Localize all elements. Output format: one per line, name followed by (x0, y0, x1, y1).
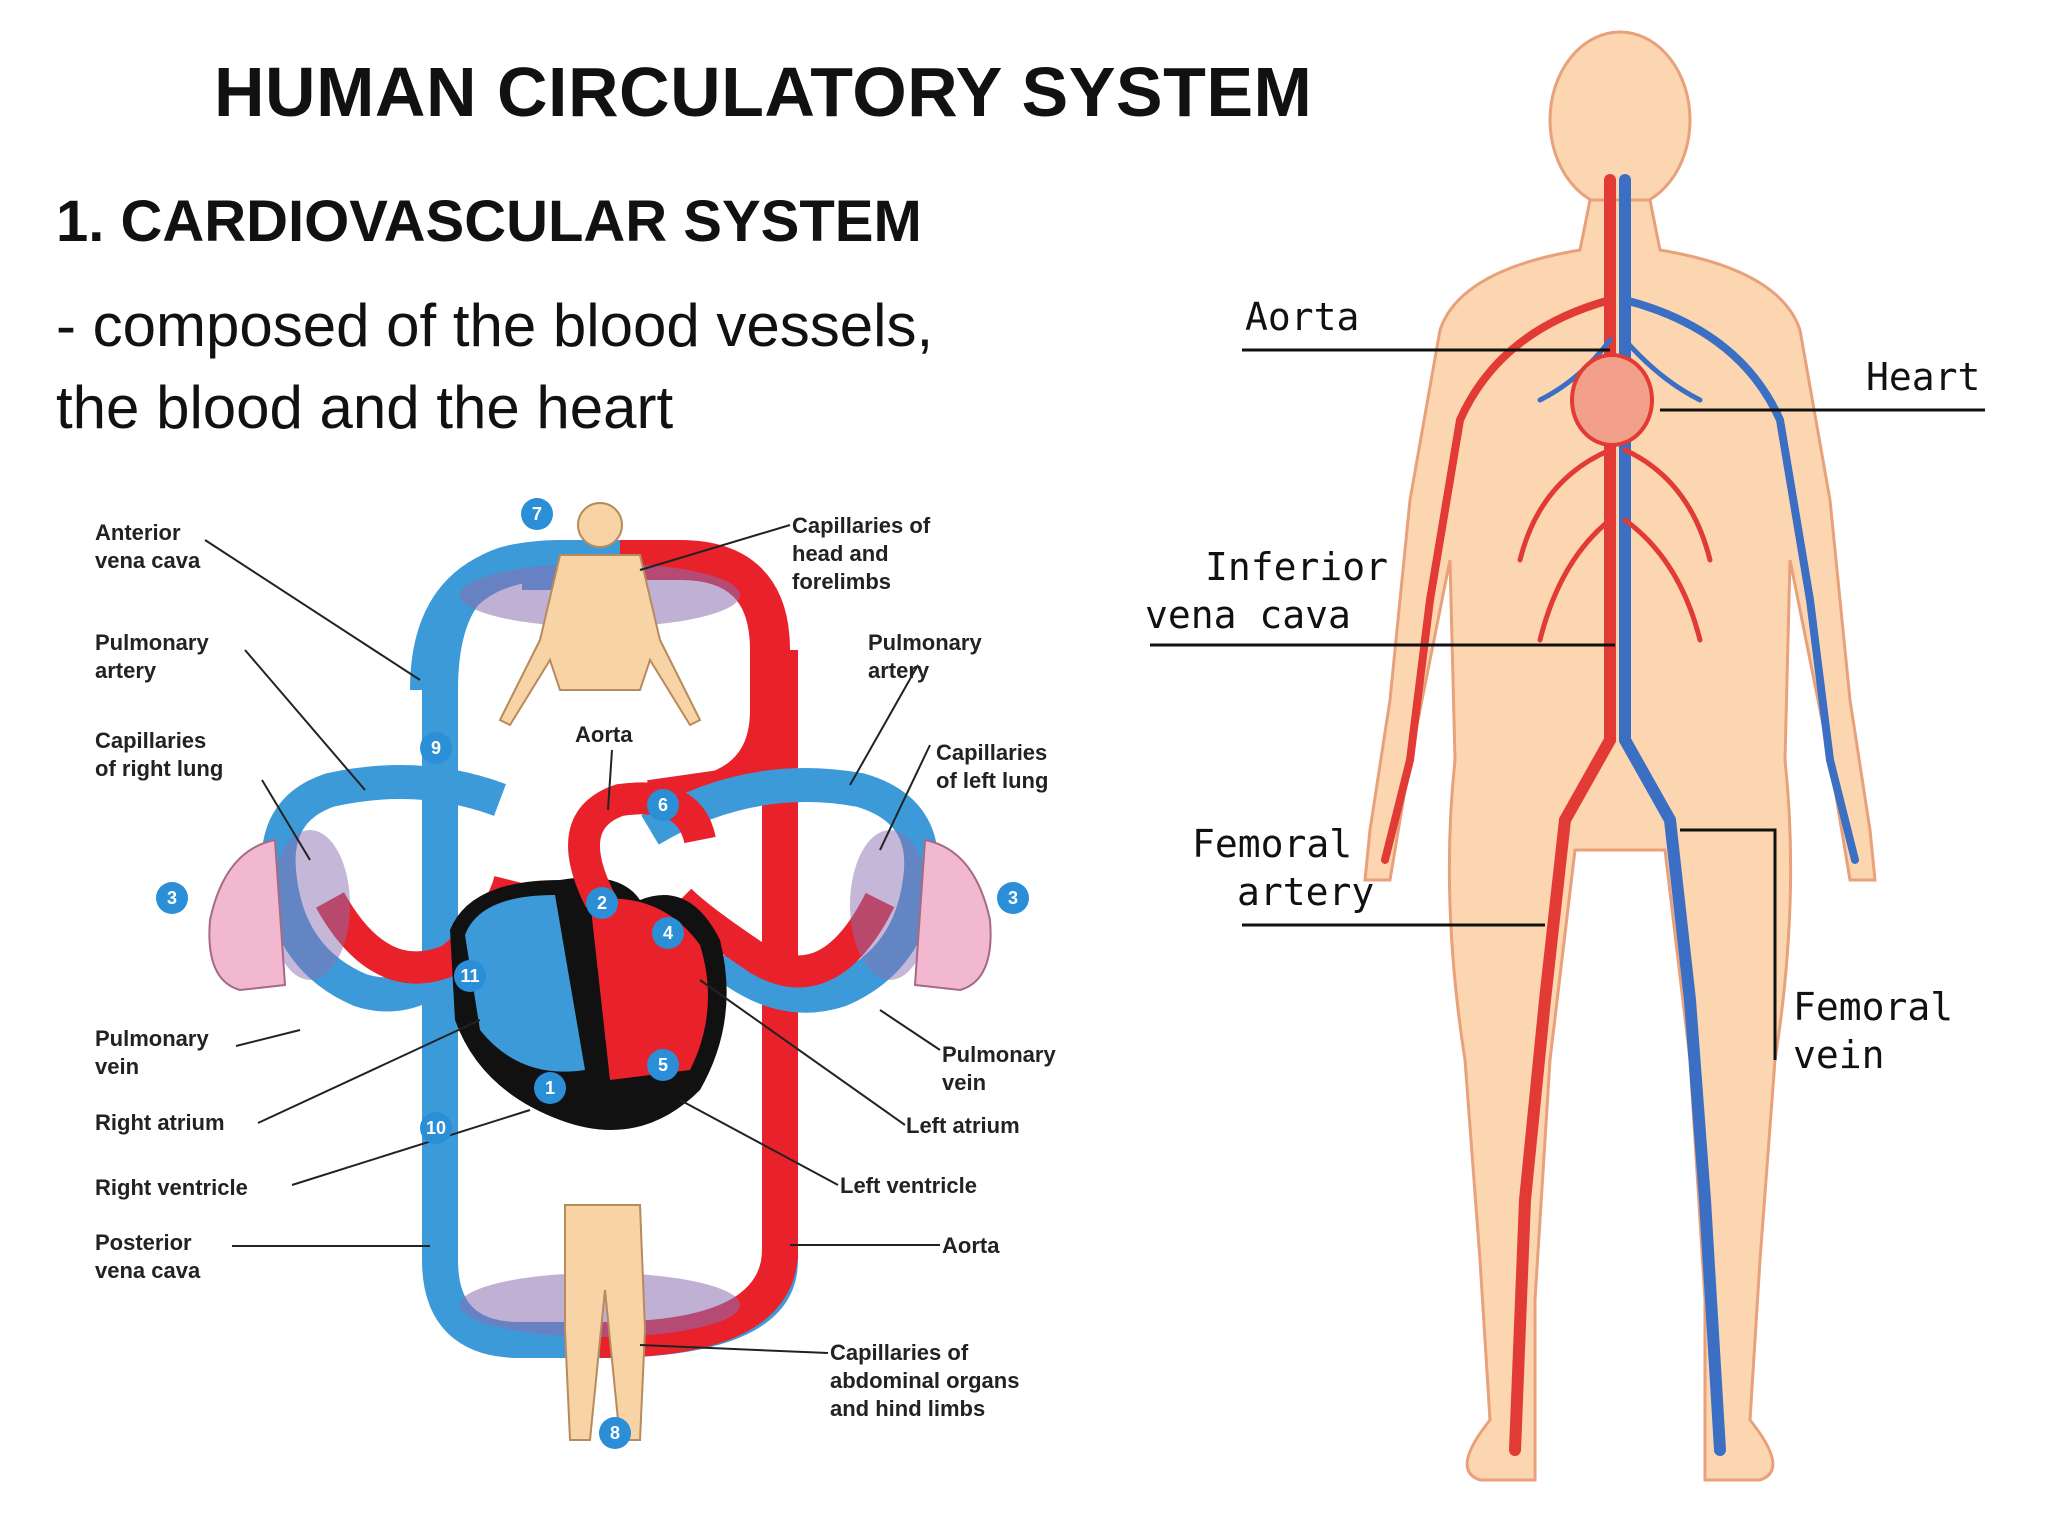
svg-text:6: 6 (658, 795, 668, 815)
step-badge-6: 6 (647, 789, 679, 821)
body-leader-lines (1150, 348, 1985, 1060)
description-line-2: the blood and the heart (56, 374, 674, 441)
label-pulmonary-artery-left: Pulmonary artery (95, 630, 215, 683)
aorta-arch (568, 782, 716, 908)
label-capillaries-right-lung: Capillaries of right lung (95, 728, 223, 781)
svg-text:2: 2 (597, 893, 607, 913)
step-badge-11: 11 (454, 960, 486, 992)
label-right-ventricle: Right ventricle (95, 1175, 248, 1200)
label-left-ventricle: Left ventricle (840, 1173, 977, 1198)
section-description: - composed of the blood vessels, the blo… (56, 285, 933, 449)
label-capillaries-abdominal: Capillaries of abdominal organs and hind… (830, 1340, 1026, 1421)
step-badge-1: 1 (534, 1072, 566, 1104)
label-body-heart: Heart (1866, 355, 1980, 399)
label-capillaries-left-lung: Capillaries of left lung (936, 740, 1053, 793)
svg-text:3: 3 (167, 888, 177, 908)
circuit-leader-lines (204, 524, 941, 1354)
svg-text:10: 10 (426, 1118, 446, 1138)
svg-text:5: 5 (658, 1055, 668, 1075)
label-body-aorta: Aorta (1245, 295, 1359, 339)
slide-title: HUMAN CIRCULATORY SYSTEM (214, 53, 1313, 131)
svg-text:3: 3 (1008, 888, 1018, 908)
step-badge-3-left: 3 (156, 882, 188, 914)
label-anterior-vena-cava: Anterior vena cava (95, 520, 201, 573)
label-posterior-vena-cava: Posterior vena cava (95, 1230, 201, 1283)
label-pulmonary-artery-right: Pulmonary artery (868, 630, 988, 683)
svg-text:7: 7 (532, 504, 542, 524)
step-badge-10: 10 (420, 1112, 452, 1144)
section-heading: 1. CARDIOVASCULAR SYSTEM (56, 189, 922, 254)
label-right-atrium: Right atrium (95, 1110, 225, 1135)
step-badge-5: 5 (647, 1049, 679, 1081)
svg-text:11: 11 (460, 966, 479, 986)
svg-text:8: 8 (610, 1423, 620, 1443)
body-silhouette (1363, 30, 1877, 1482)
step-badge-9: 9 (420, 732, 452, 764)
label-aorta-center: Aorta (575, 722, 633, 747)
step-badge-7: 7 (521, 498, 553, 530)
label-pulmonary-vein-right: Pulmonary vein (942, 1042, 1062, 1095)
upper-body-figure (498, 502, 702, 727)
svg-text:9: 9 (431, 738, 441, 758)
step-badge-2: 2 (586, 887, 618, 919)
step-badge-8: 8 (599, 1417, 631, 1449)
svg-text:4: 4 (663, 923, 673, 943)
step-badge-4: 4 (652, 917, 684, 949)
left-lung (913, 838, 992, 992)
svg-text:1: 1 (545, 1078, 555, 1098)
label-body-femoral-artery: Femoral artery (1192, 822, 1375, 914)
right-lung (208, 838, 287, 992)
lower-body-figure (564, 1204, 647, 1441)
step-badge-3-right: 3 (997, 882, 1029, 914)
label-capillaries-head-forelimbs: Capillaries of head and forelimbs (792, 513, 936, 594)
label-body-femoral-vein: Femoral vein (1793, 985, 1976, 1077)
label-left-atrium: Left atrium (906, 1113, 1020, 1138)
label-aorta-lower: Aorta (942, 1233, 1000, 1258)
label-pulmonary-vein-left: Pulmonary vein (95, 1026, 215, 1079)
description-line-1: - composed of the blood vessels, (56, 292, 934, 359)
label-body-inferior-vena-cava: Inferior vena cava (1145, 545, 1411, 637)
vessel-network (1381, 174, 1859, 1456)
